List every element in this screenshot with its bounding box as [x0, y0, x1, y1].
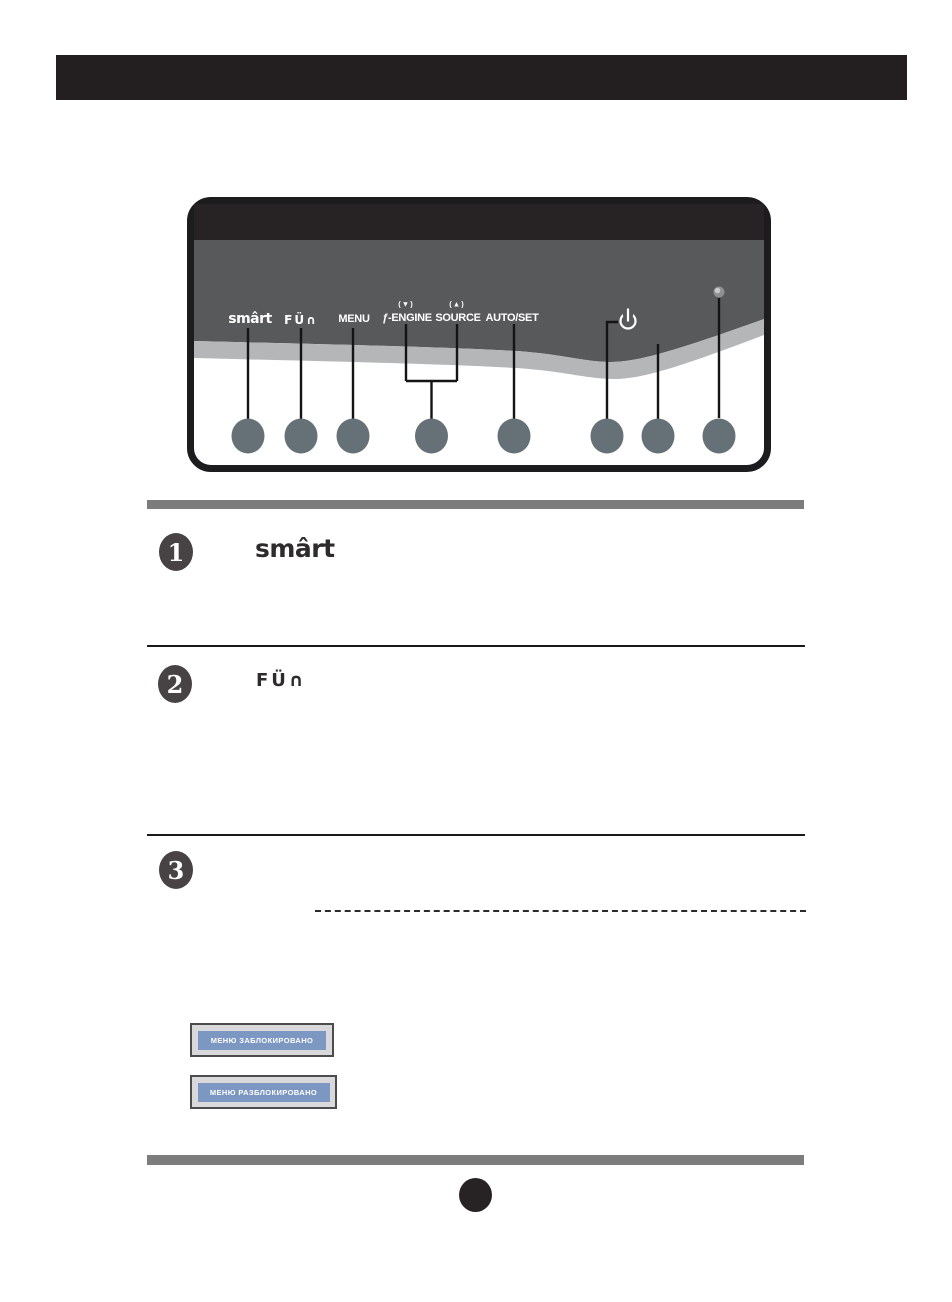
- callout-line-power: [605, 320, 618, 419]
- button-dot-3: [336, 418, 370, 454]
- section-1-smart-logo: smârt: [255, 534, 335, 563]
- section-divider-top: [147, 500, 804, 509]
- header-bar: [56, 55, 907, 100]
- panel-top-strip: [194, 204, 764, 240]
- section-rule-2: [147, 834, 805, 836]
- section-3-number-text: 3: [167, 855, 185, 885]
- button-dot-6: [590, 418, 624, 454]
- page-number-dot: [459, 1178, 492, 1212]
- panel-label-smart: smârt: [228, 311, 272, 327]
- button-dot-2: [284, 418, 318, 454]
- panel-label-fun: FÜ∩: [284, 313, 318, 327]
- button-dot-7: [641, 418, 675, 454]
- power-icon: [619, 308, 637, 330]
- section-1-number-text: 1: [167, 537, 185, 567]
- section-2-number: 2: [158, 665, 192, 703]
- osd-message-menu-locked: МЕНЮ ЗАБЛОКИРОВАНО: [190, 1023, 334, 1057]
- button-dots: [231, 418, 736, 454]
- section-2-number-text: 2: [166, 669, 184, 699]
- section-1-number: 1: [159, 533, 193, 571]
- osd-message-menu-unlocked: МЕНЮ РАЗБЛОКИРОВАНО: [190, 1075, 337, 1109]
- osd-message-menu-locked-text: МЕНЮ ЗАБЛОКИРОВАНО: [198, 1030, 326, 1050]
- panel-bezel-face: [194, 240, 764, 362]
- section-divider-bottom: [147, 1155, 804, 1165]
- button-dot-5: [497, 418, 531, 454]
- panel-label-auto-set: AUTO/SET: [485, 312, 539, 324]
- button-dot-8: [702, 418, 736, 454]
- panel-label-f-engine: ƒ-ENGINE: [382, 312, 432, 324]
- section-2-fun-logo: FÜ∩: [256, 670, 307, 691]
- section-3-number: 3: [159, 851, 193, 889]
- button-dot-1: [231, 418, 265, 454]
- callout-lines: [246, 298, 721, 419]
- button-dot-4: [415, 418, 448, 454]
- panel-label-source: SOURCE: [435, 312, 481, 324]
- panel-label-up-arrow: (▲): [449, 299, 465, 309]
- panel-graphics: [194, 204, 764, 454]
- power-led-indicator: [713, 286, 725, 298]
- panel-label-down-arrow: (▼): [398, 299, 414, 309]
- panel-label-menu: MENU: [338, 313, 370, 325]
- section-3-dashed-rule: [315, 910, 806, 912]
- panel-wave-band: [194, 319, 764, 379]
- section-rule-1: [147, 645, 805, 647]
- osd-message-menu-unlocked-text: МЕНЮ РАЗБЛОКИРОВАНО: [197, 1082, 330, 1102]
